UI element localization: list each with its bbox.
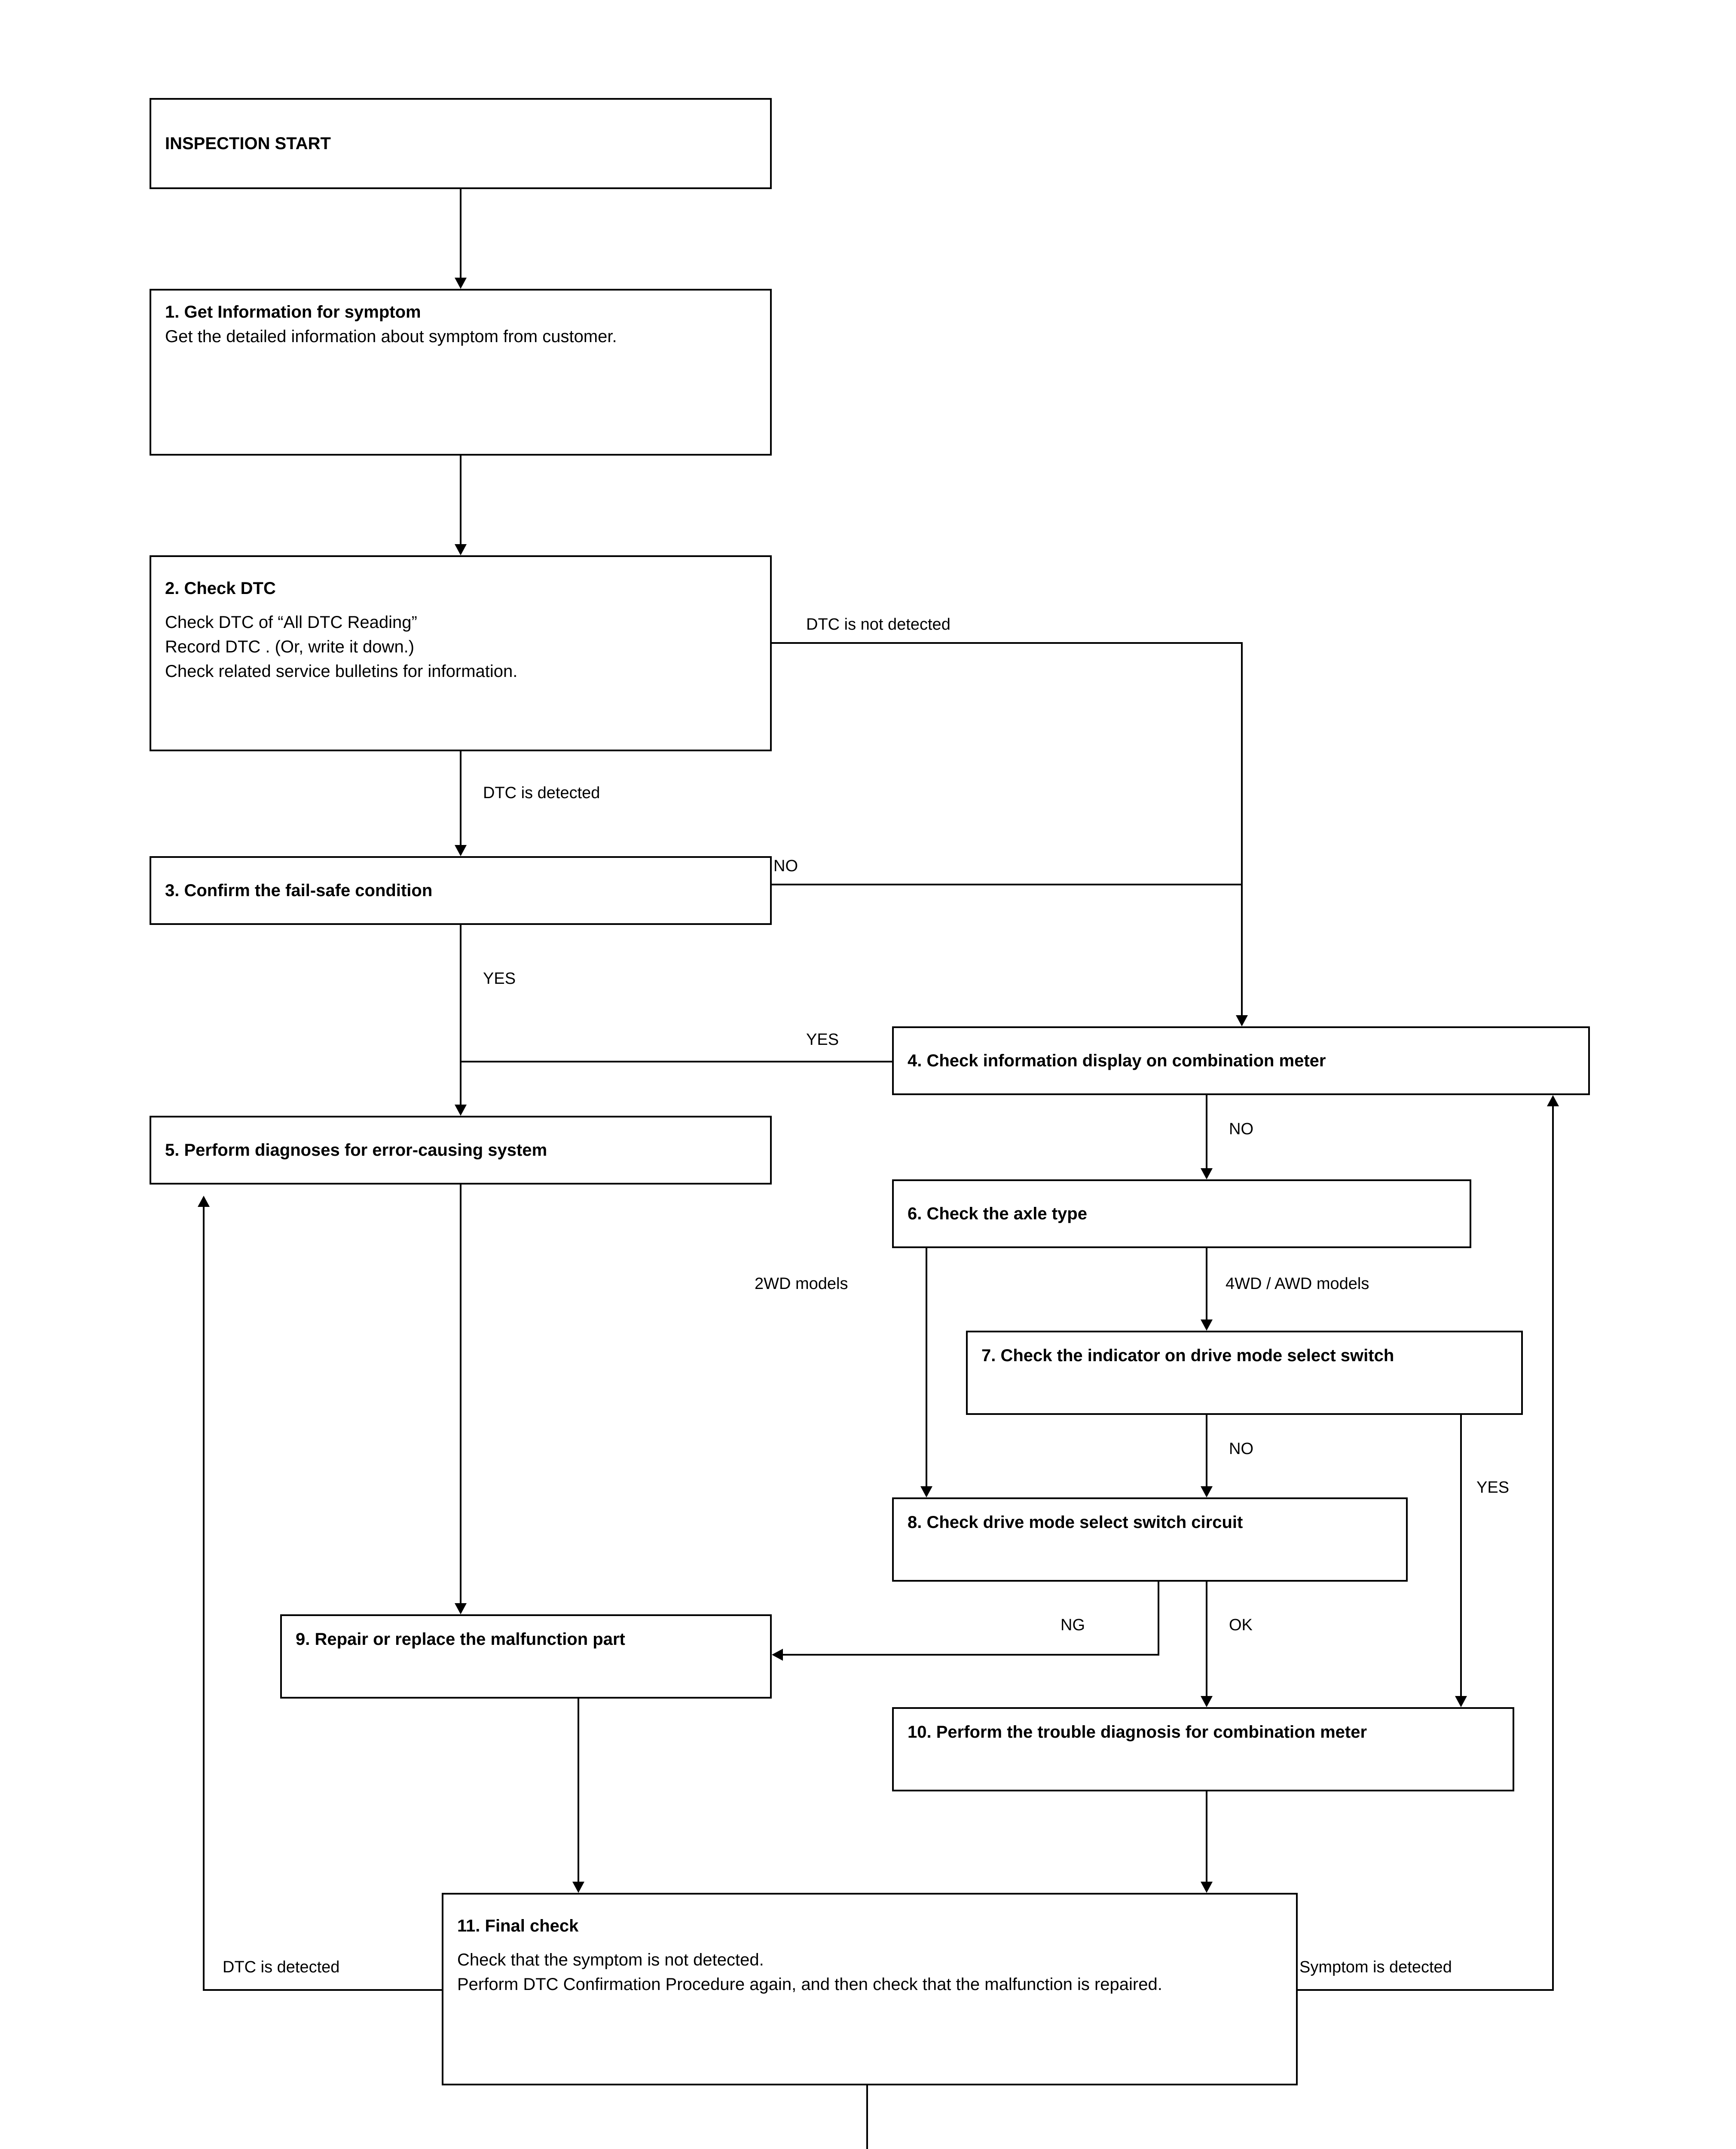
edge-start-to-1 bbox=[460, 189, 462, 278]
edge-label-yes-step7: YES bbox=[1476, 1479, 1510, 1497]
arrowhead-7-yes bbox=[1455, 1696, 1467, 1707]
arrowhead-1-to-2 bbox=[455, 544, 467, 555]
arrowhead-start-to-1 bbox=[455, 278, 467, 289]
edge-11-symptom-horizontal bbox=[1296, 1989, 1554, 1991]
node-step-7-title: 7. Check the indicator on drive mode sel… bbox=[981, 1346, 1394, 1365]
arrowhead-7-to-8 bbox=[1201, 1486, 1213, 1497]
edge-2-to-3 bbox=[460, 751, 462, 845]
edge-label-yes-step3: YES bbox=[483, 970, 516, 988]
edge-label-ng-step8: NG bbox=[1061, 1616, 1085, 1634]
edge-7-to-8 bbox=[1206, 1415, 1207, 1486]
edge-3-no-horizontal bbox=[772, 884, 1243, 885]
edge-2-to-4-horizontal bbox=[772, 642, 1243, 644]
node-step-8: 8. Check drive mode select switch circui… bbox=[892, 1497, 1408, 1582]
edge-label-symptom-is-detected: Symptom is detected bbox=[1299, 1958, 1452, 1976]
edge-8-ng-vertical bbox=[1158, 1582, 1159, 1656]
arrowhead-2-to-3 bbox=[455, 845, 467, 856]
node-step-5-title: 5. Perform diagnoses for error-causing s… bbox=[165, 1140, 547, 1160]
arrowhead-10-to-11 bbox=[1201, 1882, 1213, 1893]
node-step-7: 7. Check the indicator on drive mode sel… bbox=[966, 1331, 1523, 1415]
node-step-4: 4. Check information display on combinat… bbox=[892, 1026, 1590, 1095]
edge-label-dtc-is-not-detected: DTC is not detected bbox=[806, 615, 951, 634]
node-step-4-title: 4. Check information display on combinat… bbox=[908, 1051, 1326, 1070]
arrowhead-6-to-7 bbox=[1201, 1319, 1213, 1331]
node-step-6: 6. Check the axle type bbox=[892, 1179, 1471, 1248]
edge-1-to-2 bbox=[460, 456, 462, 544]
node-step-11-title: 11. Final check bbox=[457, 1916, 579, 1935]
node-step-11-body: Check that the symptom is not detected. … bbox=[457, 1950, 1162, 1994]
node-step-5: 5. Perform diagnoses for error-causing s… bbox=[150, 1116, 772, 1185]
node-step-2-body: Check DTC of “All DTC Reading” Record DT… bbox=[165, 613, 518, 681]
node-step-11: 11. Final check Check that the symptom i… bbox=[442, 1893, 1298, 2085]
edge-6-to-7 bbox=[1206, 1248, 1207, 1319]
node-inspection-start-title: INSPECTION START bbox=[165, 134, 331, 153]
edge-label-dtc-is-detected-final: DTC is detected bbox=[223, 1958, 340, 1976]
node-step-10-title: 10. Perform the trouble diagnosis for co… bbox=[908, 1723, 1367, 1742]
edge-3-to-5 bbox=[460, 925, 462, 1105]
edge-5-to-9 bbox=[460, 1185, 462, 1603]
edge-label-ok-step8: OK bbox=[1229, 1616, 1253, 1634]
edge-11-symptom-vertical bbox=[1552, 1106, 1554, 1991]
edge-label-yes-step4: YES bbox=[806, 1031, 839, 1049]
arrowhead-5-to-9 bbox=[455, 1603, 467, 1614]
edge-11-dtc-vertical bbox=[203, 1207, 205, 1991]
edge-label-2wd-models: 2WD models bbox=[755, 1275, 848, 1293]
node-step-6-title: 6. Check the axle type bbox=[908, 1204, 1087, 1223]
arrowhead-9-to-11 bbox=[572, 1882, 584, 1893]
node-step-9-title: 9. Repair or replace the malfunction par… bbox=[296, 1630, 625, 1649]
arrowhead-3-to-5 bbox=[455, 1105, 467, 1116]
edge-8-to-10 bbox=[1206, 1582, 1207, 1696]
arrowhead-11-to-4 bbox=[1547, 1095, 1559, 1106]
edge-label-4wd-awd-models: 4WD / AWD models bbox=[1226, 1275, 1369, 1293]
node-step-3: 3. Confirm the fail-safe condition bbox=[150, 856, 772, 925]
edge-9-to-11 bbox=[578, 1699, 579, 1882]
arrowhead-6-2wd bbox=[920, 1486, 932, 1497]
edge-6-2wd-vertical bbox=[926, 1248, 927, 1486]
node-step-9: 9. Repair or replace the malfunction par… bbox=[280, 1614, 772, 1699]
node-step-8-title: 8. Check drive mode select switch circui… bbox=[908, 1513, 1243, 1532]
edge-label-no-step3: NO bbox=[773, 857, 798, 875]
node-step-1: 1. Get Information for symptom Get the d… bbox=[150, 289, 772, 456]
edge-11-to-end bbox=[866, 2085, 868, 2149]
arrowhead-8-to-9 bbox=[772, 1649, 783, 1661]
edge-4-to-6 bbox=[1206, 1095, 1207, 1168]
edge-8-ng-horizontal bbox=[783, 1654, 1159, 1656]
node-step-3-title: 3. Confirm the fail-safe condition bbox=[165, 881, 433, 900]
edge-label-no-step4: NO bbox=[1229, 1120, 1253, 1138]
edge-7-yes-vertical bbox=[1460, 1415, 1462, 1696]
arrowhead-11-to-5 bbox=[198, 1196, 210, 1207]
node-step-1-body: Get the detailed information about sympt… bbox=[165, 327, 617, 346]
node-step-2: 2. Check DTC Check DTC of “All DTC Readi… bbox=[150, 555, 772, 751]
node-step-1-title: 1. Get Information for symptom bbox=[165, 303, 421, 321]
edge-label-no-step7: NO bbox=[1229, 1440, 1253, 1458]
arrowhead-8-to-10 bbox=[1201, 1696, 1213, 1707]
edge-10-to-11 bbox=[1206, 1791, 1207, 1882]
node-step-2-title: 2. Check DTC bbox=[165, 579, 276, 598]
node-inspection-start: INSPECTION START bbox=[150, 98, 772, 189]
node-step-10: 10. Perform the trouble diagnosis for co… bbox=[892, 1707, 1514, 1791]
arrowhead-2-to-4 bbox=[1236, 1015, 1248, 1026]
edge-11-dtc-horizontal bbox=[203, 1989, 443, 1991]
arrowhead-4-to-6 bbox=[1201, 1168, 1213, 1179]
edge-4-yes-horizontal bbox=[460, 1061, 893, 1062]
edge-label-dtc-is-detected: DTC is detected bbox=[483, 784, 600, 802]
edge-2-to-4-vertical bbox=[1241, 642, 1243, 1015]
